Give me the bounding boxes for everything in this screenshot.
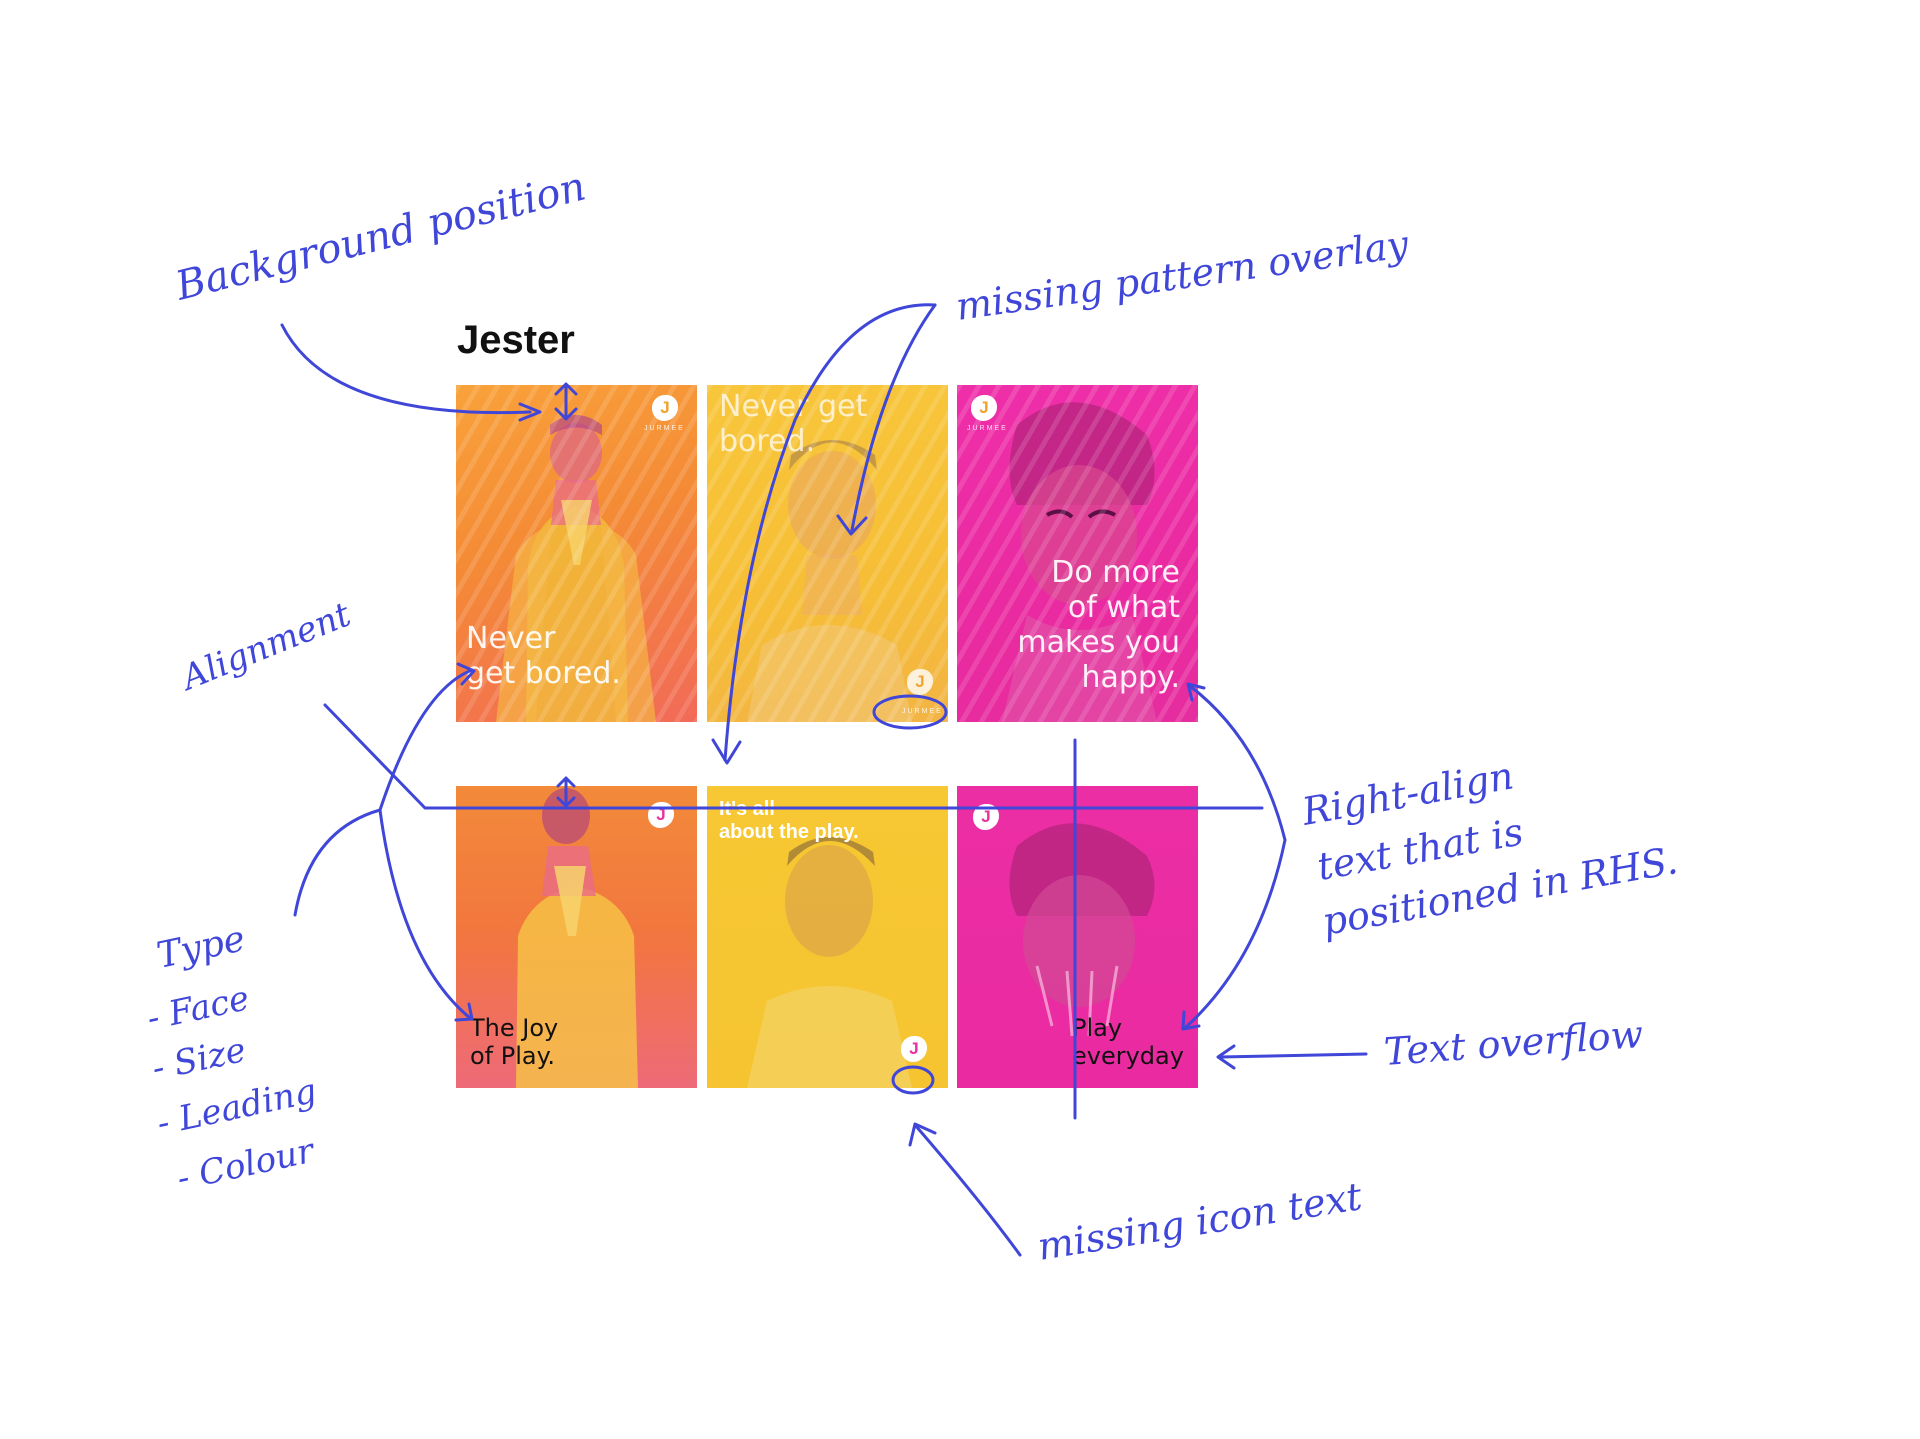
logo-label: JURMEE xyxy=(967,425,1008,432)
poster-headline: Never get bored. xyxy=(719,389,868,459)
arrowhead xyxy=(1216,1044,1236,1070)
portrait-image xyxy=(747,837,912,1088)
annotation-background-position: Background position xyxy=(170,163,590,310)
annotation-right-align: positioned in RHS. xyxy=(1319,838,1681,944)
annotation-right-align: Right-align xyxy=(1298,753,1517,834)
poster-headline: It's all about the play. xyxy=(719,798,859,843)
right-align-arrow xyxy=(1188,684,1287,842)
poster-headline: The Joy of Play. xyxy=(470,1014,559,1070)
logo-label: JURMEE xyxy=(902,708,943,715)
portrait-image xyxy=(1002,402,1157,722)
arrowhead xyxy=(908,1122,937,1147)
brand-logo-icon: J xyxy=(901,1036,927,1062)
annotation-type-heading: Type xyxy=(153,918,248,977)
annotation-type-item: - Face xyxy=(144,978,253,1039)
brand-logo-icon: J xyxy=(971,395,997,421)
poster-card: J xyxy=(957,786,1198,1088)
pattern-overlay xyxy=(456,385,697,722)
annotation-alignment: Alignment xyxy=(174,594,357,699)
poster-headline: Never get bored. xyxy=(466,621,621,691)
portrait-image xyxy=(496,415,656,722)
annotation-type-item: - Colour xyxy=(174,1131,319,1199)
annotation-missing-pattern: missing pattern overlay xyxy=(953,222,1411,329)
type-arrow xyxy=(293,808,382,917)
annotation-right-align: text that is xyxy=(1314,809,1526,888)
poster-card: J JURMEE Do more of what makes you happy… xyxy=(957,385,1198,722)
annotation-text-overflow: Text overflow xyxy=(1383,1012,1645,1074)
poster-card: J The Joy of Play. xyxy=(456,786,697,1088)
annotation-type-item: - Leading xyxy=(154,1071,320,1144)
poster-card: Never get bored. J JURMEE xyxy=(707,385,948,722)
portrait-image xyxy=(516,788,638,1088)
poster-headline: Do more of what makes you happy. xyxy=(1017,555,1180,695)
poster-card: It's all about the play. J xyxy=(707,786,948,1088)
missing-icon-arrow xyxy=(913,1123,1022,1257)
pattern-overlay xyxy=(957,385,1198,722)
portrait-image xyxy=(1009,823,1155,1037)
annotation-type-item: - Size xyxy=(149,1030,250,1089)
brand-logo-icon: J xyxy=(652,395,678,421)
board-title: Jester xyxy=(457,318,575,362)
poster-headline-overflowing: Play everyday xyxy=(1072,1014,1184,1070)
overflow-arrow xyxy=(1218,1052,1368,1059)
logo-label: JURMEE xyxy=(644,425,685,432)
right-align-arrow xyxy=(1183,838,1287,1030)
arrowhead xyxy=(711,738,742,765)
annotation-missing-icon-text: missing icon text xyxy=(1035,1174,1366,1269)
poster-card: J JURMEE Never get bored. xyxy=(456,385,697,722)
